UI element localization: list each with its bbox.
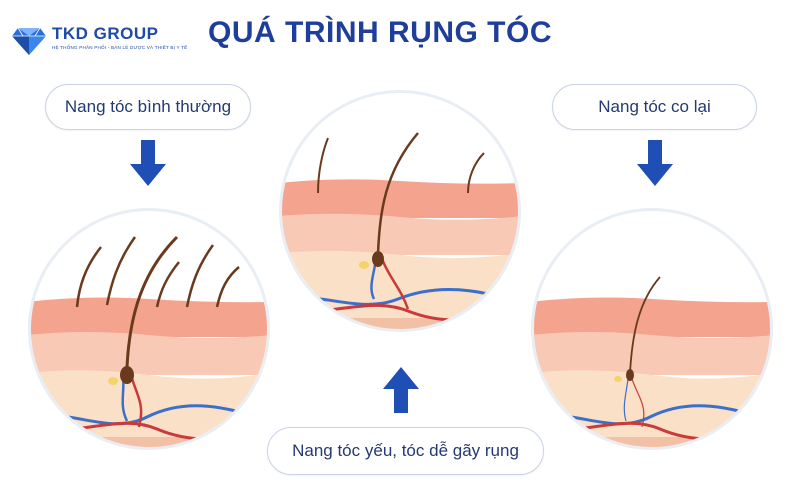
shrunk-follicle-illustration xyxy=(531,208,773,450)
weak-follicle-illustration xyxy=(279,90,521,332)
logo-brand: TKD GROUP xyxy=(52,24,159,43)
up-arrow-icon xyxy=(383,367,419,413)
page-title: QUÁ TRÌNH RỤNG TÓC xyxy=(208,16,552,49)
normal-follicle-illustration xyxy=(28,208,270,450)
label-weak-follicle: Nang tóc yếu, tóc dễ gãy rụng xyxy=(267,427,544,475)
down-arrow-icon xyxy=(130,140,166,186)
label-normal-follicle: Nang tóc bình thường xyxy=(45,84,251,130)
tkd-group-logo: TKD GROUP HỆ THỐNG PHÂN PHỐI - BÁN LẺ DƯ… xyxy=(12,22,187,60)
down-arrow-icon xyxy=(637,140,673,186)
diamond-icon xyxy=(12,27,46,55)
label-shrunk-follicle: Nang tóc co lại xyxy=(552,84,757,130)
logo-tagline: HỆ THỐNG PHÂN PHỐI - BÁN LẺ DƯỢC VÀ THIẾ… xyxy=(52,45,188,50)
